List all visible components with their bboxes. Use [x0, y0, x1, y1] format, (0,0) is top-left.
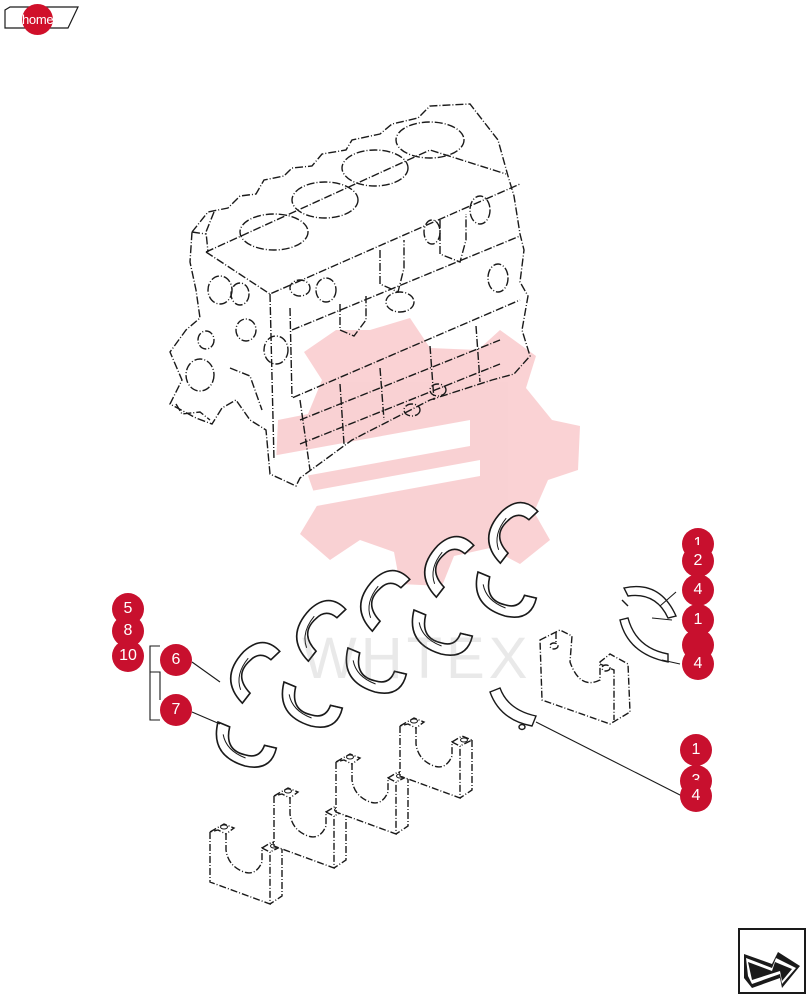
callout-6-9[interactable]: 6 — [160, 644, 192, 676]
main-bearing-caps — [209, 717, 473, 905]
callout-7-10[interactable]: 7 — [160, 694, 192, 726]
thrust-washers — [489, 585, 677, 731]
callout-1-11[interactable]: 1 — [680, 734, 712, 766]
engine-block — [169, 103, 531, 487]
home-label: home — [22, 4, 54, 35]
watermark-text: WHTEX — [302, 626, 532, 691]
next-page-button[interactable] — [738, 928, 806, 994]
callout-4-5[interactable]: 4 — [682, 648, 714, 680]
leader-lines — [149, 591, 683, 797]
callout-10-8[interactable]: 10 — [112, 640, 144, 672]
callout-4-2[interactable]: 4 — [682, 574, 714, 606]
watermark-gear-logo — [250, 318, 580, 586]
callout-4-13[interactable]: 4 — [680, 780, 712, 812]
callout-2-1[interactable]: 2 — [682, 545, 714, 577]
next-page-arrow-icon — [738, 928, 806, 994]
home-button[interactable]: home — [4, 4, 80, 35]
rear-bearing-cap — [539, 629, 631, 725]
